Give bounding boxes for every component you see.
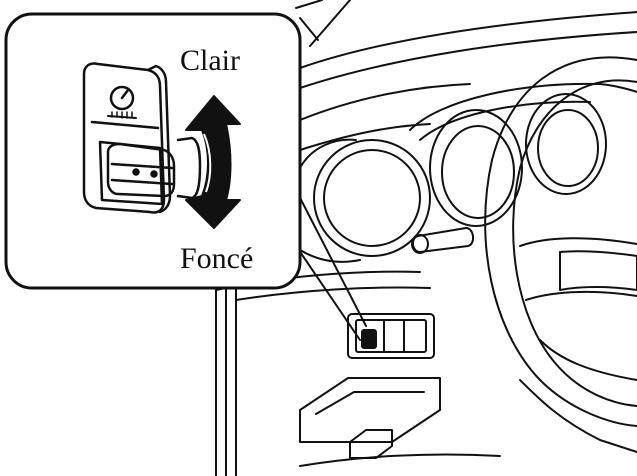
dash-hood-line-2 bbox=[299, 123, 431, 151]
label-light: Clair bbox=[180, 44, 240, 77]
hood-release bbox=[349, 429, 393, 459]
thumbwheel-side bbox=[176, 136, 202, 200]
switch-panel-line bbox=[90, 120, 160, 130]
adjust-arrow-icon bbox=[185, 95, 241, 229]
fuse-cover-inner bbox=[315, 391, 425, 415]
gauge-left bbox=[429, 109, 523, 227]
wiper-stalk bbox=[412, 227, 474, 253]
callout-leader bbox=[291, 189, 367, 341]
steering-wheel-rim-inner bbox=[512, 79, 637, 407]
double-headed-curved-arrow bbox=[185, 95, 241, 229]
dimmer-switch-detail bbox=[82, 62, 202, 214]
thumbwheel-ridge bbox=[110, 162, 174, 170]
thumbwheel bbox=[106, 142, 176, 198]
gauge-left-inner bbox=[441, 125, 515, 219]
switch-bank bbox=[347, 313, 435, 359]
vent-housing-2 bbox=[299, 249, 361, 263]
switch-bank-inner bbox=[355, 319, 427, 353]
thumbwheel-dot-2 bbox=[150, 170, 158, 178]
round-vent bbox=[313, 139, 431, 257]
gauge-right bbox=[525, 93, 607, 195]
panel-top-edge-2 bbox=[235, 286, 431, 301]
steering-wheel-rim bbox=[484, 56, 637, 427]
switch-housing-side bbox=[146, 64, 172, 214]
column-cover bbox=[519, 379, 637, 453]
label-dark: Foncé bbox=[180, 242, 253, 275]
cluster-hood-inner bbox=[419, 100, 591, 141]
dimmer-switch-small bbox=[361, 329, 377, 349]
cluster-hood bbox=[409, 82, 637, 131]
dashboard-drawing bbox=[215, 0, 637, 476]
thumbwheel-dot bbox=[132, 168, 140, 176]
leader-line-2 bbox=[291, 239, 361, 341]
steering-spoke-2 bbox=[525, 290, 637, 301]
lower-curve bbox=[299, 453, 501, 467]
steering-spoke bbox=[519, 237, 637, 247]
wiper-stalk-tip bbox=[411, 234, 429, 254]
brightness-dial-icon bbox=[107, 85, 137, 119]
dash-hood-line bbox=[299, 83, 471, 121]
round-vent-inner bbox=[323, 149, 421, 247]
dash-top-curve-2 bbox=[299, 31, 637, 89]
steering-hub bbox=[559, 250, 637, 291]
dash-top-curve bbox=[299, 11, 637, 69]
windshield-pillar bbox=[299, 17, 319, 41]
vent-housing bbox=[299, 138, 357, 169]
thumbwheel-ridge-2 bbox=[110, 178, 174, 186]
callout-box bbox=[4, 12, 302, 290]
switch-housing bbox=[82, 62, 166, 214]
gauge-right-inner bbox=[537, 109, 599, 187]
windshield-edge bbox=[295, 0, 323, 9]
fuse-cover bbox=[299, 377, 441, 443]
column-cover-2 bbox=[539, 339, 637, 381]
leader-line-1 bbox=[295, 189, 367, 327]
